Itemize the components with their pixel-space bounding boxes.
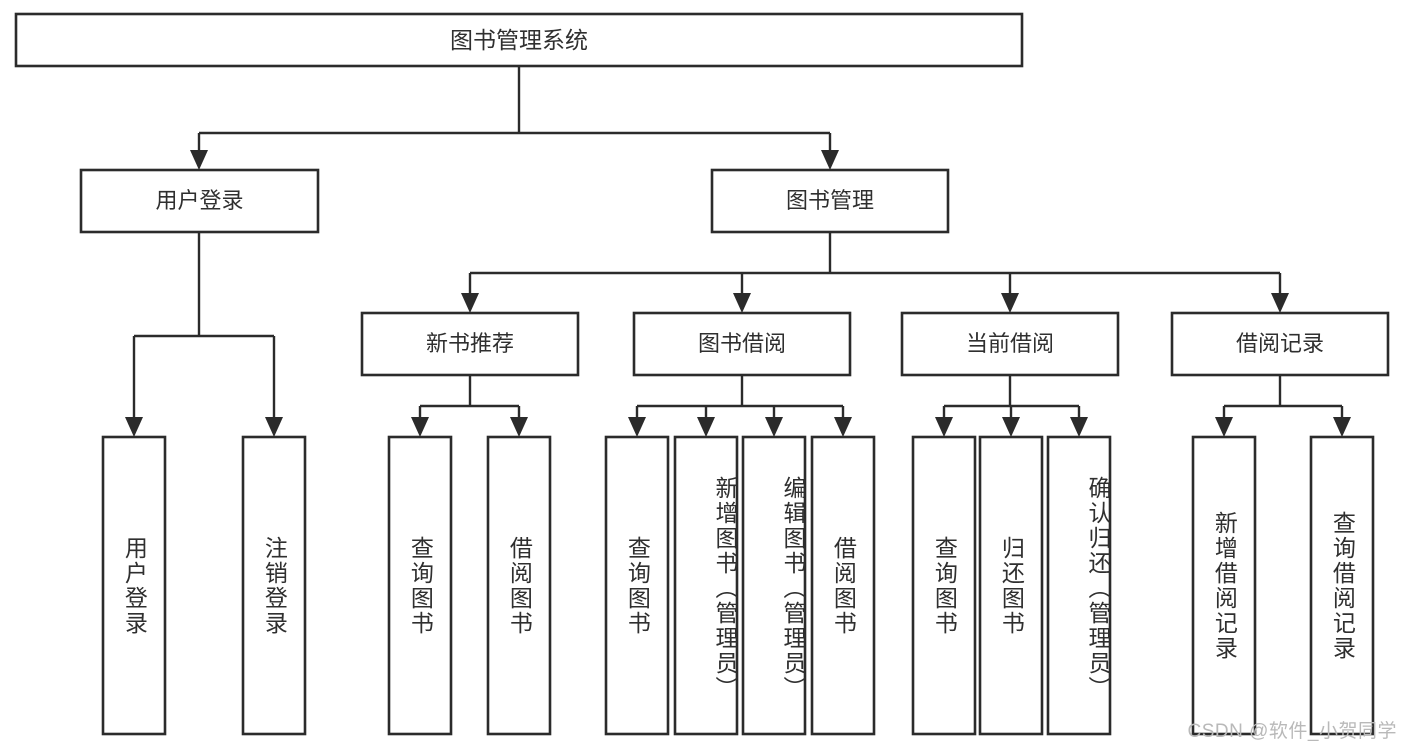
node-box-current-borrow[interactable] — [900, 311, 1120, 377]
arrowhead-leaf-return-book — [1002, 417, 1020, 437]
leaf-box-add-book-admin[interactable] — [673, 435, 739, 736]
arrowhead-to-current-borrow — [1001, 293, 1019, 313]
label-new-book-recommend: 新书推荐 — [426, 331, 514, 356]
leaf-box-logout[interactable] — [241, 435, 307, 736]
node-box-book-management[interactable] — [710, 168, 950, 234]
connector-group — [125, 66, 1351, 437]
arrowhead-to-new-book-rec — [461, 293, 479, 313]
arrowhead-leaf-rec-borrow — [510, 417, 528, 437]
label-book-management: 图书管理 — [786, 188, 874, 213]
leaf-box-borrow-book[interactable] — [810, 435, 876, 736]
arrowhead-leaf-logout — [265, 417, 283, 437]
label-root: 图书管理系统 — [450, 27, 588, 53]
leaf-box-current-query-book[interactable] — [911, 435, 977, 736]
label-current-borrow: 当前借阅 — [966, 331, 1054, 356]
leaf-box-return-book[interactable] — [978, 435, 1044, 736]
arrowhead-leaf-current-query — [935, 417, 953, 437]
label-book-borrow: 图书借阅 — [698, 331, 786, 356]
watermark-csdn: CSDN @软件_小贺同学 — [1187, 721, 1397, 742]
leaf-box-query-borrow-record[interactable] — [1309, 435, 1375, 736]
leaf-box-borrow-query-book[interactable] — [604, 435, 670, 736]
arrowhead-to-user-login — [190, 150, 208, 170]
arrowhead-leaf-add-record — [1215, 417, 1233, 437]
leaf-box-rec-borrow-book[interactable] — [486, 435, 552, 736]
arrowhead-leaf-confirm-return — [1070, 417, 1088, 437]
node-box-new-book-recommend[interactable] — [360, 311, 580, 377]
leaf-box-user-login[interactable] — [101, 435, 167, 736]
arrowhead-to-borrow-record — [1271, 293, 1289, 313]
arrowhead-leaf-rec-query — [411, 417, 429, 437]
arrowhead-to-book-borrow — [733, 293, 751, 313]
label-user-login: 用户登录 — [155, 188, 243, 213]
leaf-box-rec-query-book[interactable] — [387, 435, 453, 736]
node-box-root[interactable] — [14, 12, 1024, 68]
node-box-borrow-record[interactable] — [1170, 311, 1390, 377]
arrowhead-leaf-add-book — [697, 417, 715, 437]
leaf-box-confirm-return-admin[interactable] — [1046, 435, 1112, 736]
node-box-book-borrow[interactable] — [632, 311, 852, 377]
arrowhead-leaf-user-login — [125, 417, 143, 437]
arrowhead-to-book-manage — [821, 150, 839, 170]
leaf-box-add-borrow-record[interactable] — [1191, 435, 1257, 736]
arrowhead-leaf-borrow-query — [628, 417, 646, 437]
node-box-user-login[interactable] — [79, 168, 320, 234]
arrowhead-leaf-query-record — [1333, 417, 1351, 437]
arrowhead-leaf-edit-book — [765, 417, 783, 437]
arrowhead-leaf-borrow-book — [834, 417, 852, 437]
leaf-box-edit-book-admin[interactable] — [741, 435, 807, 736]
label-borrow-record: 借阅记录 — [1236, 331, 1324, 356]
